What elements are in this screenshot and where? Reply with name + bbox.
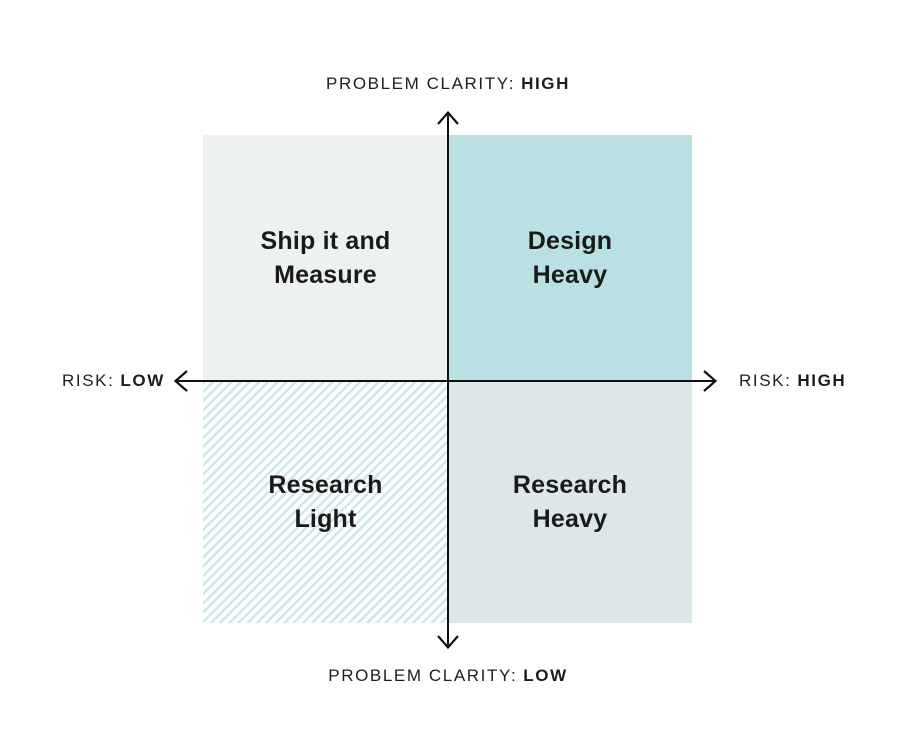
quadrant-label-ship-it-and-measure: Ship it and Measure	[261, 224, 391, 292]
axis-label-value: HIGH	[521, 74, 570, 93]
axis-label-problem-clarity-high: PROBLEM CLARITY: HIGH	[326, 74, 570, 94]
quadrant-label-line: Ship it and	[260, 227, 391, 255]
axis-label-risk-high: RISK: HIGH	[739, 371, 846, 391]
axis-label-risk-low: RISK: LOW	[62, 371, 165, 391]
quadrant-design-heavy: Design Heavy	[448, 135, 692, 381]
axis-label-prefix: RISK:	[62, 371, 115, 390]
arrow-down-icon	[437, 635, 459, 650]
quadrant-label-research-light: Research Light	[268, 468, 382, 536]
axis-label-prefix: RISK:	[739, 371, 792, 390]
axis-label-prefix: PROBLEM CLARITY:	[328, 666, 518, 685]
arrow-left-icon	[173, 370, 188, 392]
quadrant-research-heavy: Research Heavy	[448, 381, 692, 623]
axis-label-problem-clarity-low: PROBLEM CLARITY: LOW	[328, 666, 568, 686]
arrow-right-icon	[703, 370, 718, 392]
quadrant-ship-it-and-measure: Ship it and Measure	[203, 135, 448, 381]
quadrant-label-line: Design	[527, 227, 613, 255]
quadrant-label-line: Light	[294, 505, 357, 533]
quadrant-label-design-heavy: Design Heavy	[528, 224, 613, 292]
axis-label-value: LOW	[120, 371, 165, 390]
arrow-up-icon	[437, 110, 459, 125]
quadrant-label-line: Heavy	[532, 505, 608, 533]
axis-label-prefix: PROBLEM CLARITY:	[326, 74, 516, 93]
quadrant-label-line: Research	[512, 471, 628, 499]
quadrant-label-line: Measure	[274, 261, 377, 289]
quadrant-label-research-heavy: Research Heavy	[513, 468, 627, 536]
quadrant-research-light: Research Light	[203, 381, 448, 623]
quadrant-label-line: Research	[268, 471, 383, 499]
axis-label-value: HIGH	[797, 371, 847, 390]
quadrant-label-line: Heavy	[532, 261, 608, 289]
axis-label-value: LOW	[523, 666, 568, 685]
